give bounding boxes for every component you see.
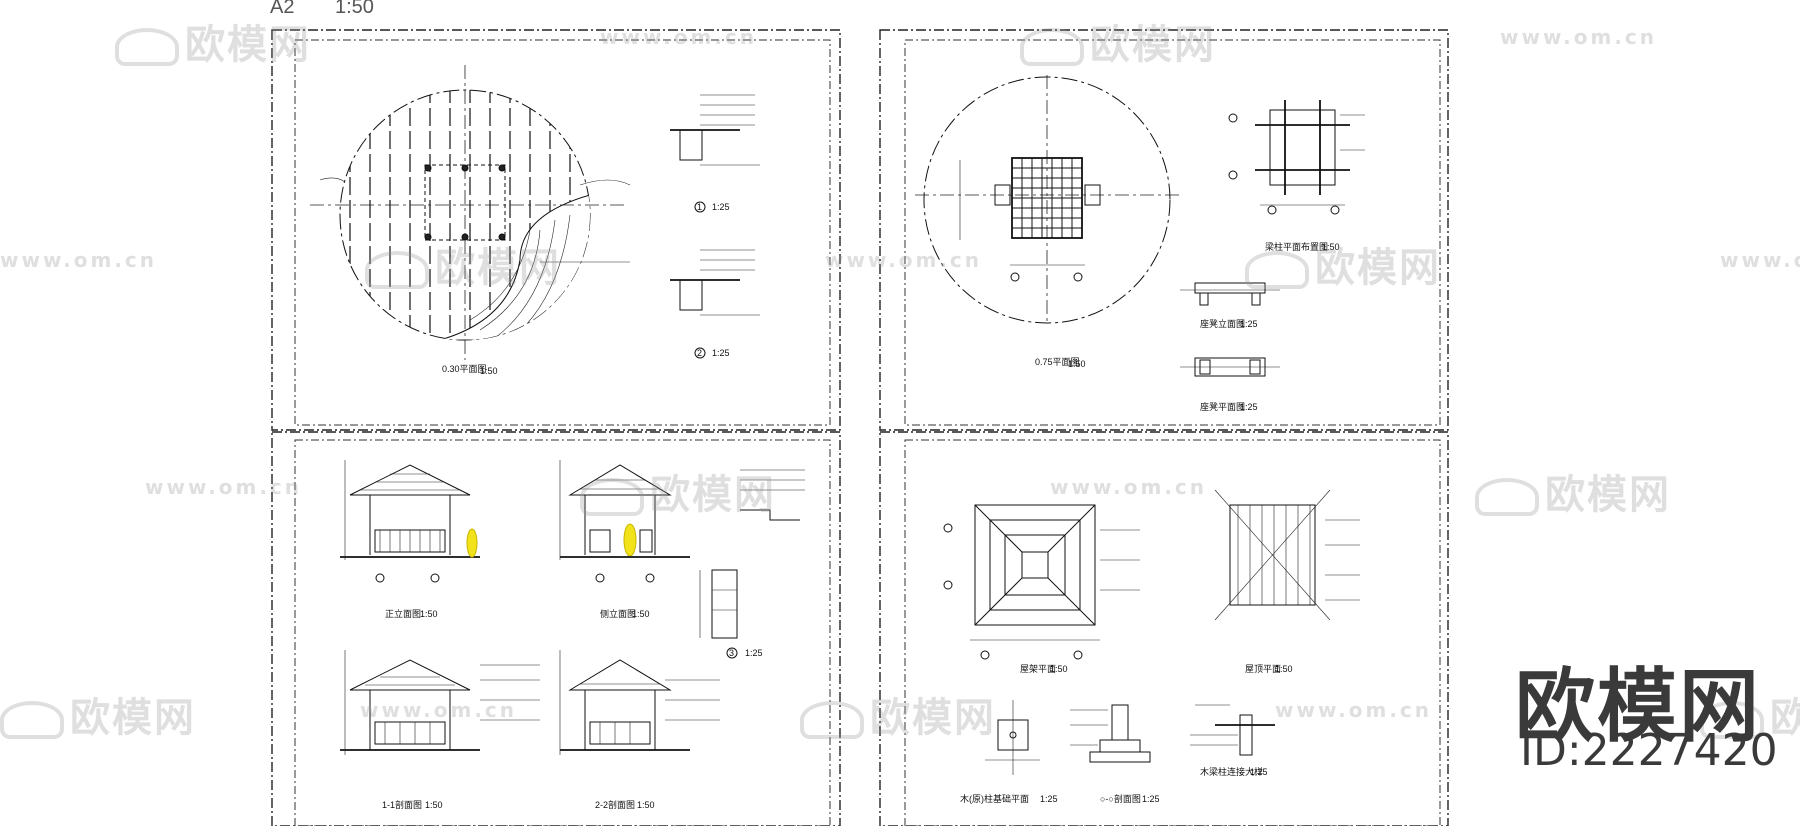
section-2-scale: 1:50 (637, 800, 655, 810)
detail-2-scale: 1:25 (712, 348, 730, 358)
roof-plan-drawing (915, 75, 1180, 325)
bench-plan-title: 座凳平面图 (1200, 401, 1245, 412)
section-a-scale: 1:25 (1142, 794, 1160, 804)
section-1-drawing (340, 650, 540, 755)
detail-2-drawing (670, 249, 760, 316)
column-base-scale: 1:25 (1040, 794, 1058, 804)
column-base-title: 木(原)柱基础平面 (960, 793, 1029, 804)
site-plan-drawing (310, 65, 631, 360)
column-base-drawing (985, 700, 1040, 775)
detail-1-marker (694, 201, 706, 213)
roof-top-scale: 1:50 (1275, 664, 1293, 674)
roof-framing-scale: 1:50 (1050, 664, 1068, 674)
bench-front-title: 座凳立面图 (1200, 318, 1245, 329)
sheet-scale-label: 1:50 (335, 0, 374, 18)
wood-joint-scale: 1:25 (1250, 767, 1268, 777)
section-a-title: ○-○剖面图 (1100, 793, 1141, 804)
bench-plan-scale: 1:25 (1240, 402, 1258, 412)
inner-frame-structure (904, 439, 1441, 826)
section-1-scale: 1:50 (425, 800, 443, 810)
wood-joint-drawing (1190, 704, 1275, 756)
detail-3-scale: 1:25 (745, 648, 763, 658)
detail-1-scale: 1:25 (712, 202, 730, 212)
roof-framing-title: 屋架平面 (1020, 664, 1056, 674)
roof-plan-scale: 1:50 (1068, 359, 1086, 369)
panel-frame-structure (879, 431, 1449, 826)
bench-plan-drawing (1180, 357, 1280, 377)
brand-logo: 欧模网 (1515, 660, 1761, 753)
detail-3-marker (726, 647, 738, 659)
front-elevation-drawing (340, 460, 480, 583)
detail-3-number: 3 (729, 648, 734, 658)
panel-frame-roof-plan (879, 29, 1449, 431)
asset-id-label: ID:2227420 (1520, 725, 1778, 776)
inner-frame-site-plan (294, 39, 831, 426)
side-elevation-scale: 1:50 (632, 609, 650, 619)
front-elevation-scale: 1:50 (420, 609, 438, 619)
bench-front-drawing (1180, 282, 1280, 306)
panel-frame-site-plan (271, 29, 841, 431)
detail-1-number: 1 (697, 202, 702, 212)
section-1-title: 1-1剖面图 (382, 799, 422, 810)
detail-1-drawing (670, 94, 760, 166)
front-elevation-title: 正立面图 (385, 608, 421, 619)
inner-frame-elevations (294, 439, 831, 826)
roof-plan-title: 0.75平面图 (1035, 357, 1080, 367)
beam-plan-drawing (1228, 100, 1365, 215)
detail-2-number: 2 (697, 348, 702, 358)
beam-plan-title: 梁柱平面布置图 (1265, 241, 1328, 252)
wood-joint-title: 木梁柱连接大样 (1200, 766, 1263, 777)
roof-framing-drawing (943, 504, 1140, 660)
detail-3-drawing (699, 469, 805, 639)
side-elevation-drawing (559, 460, 690, 583)
roof-top-drawing (1214, 489, 1360, 621)
sheet-size-label: A2 (270, 0, 295, 18)
site-plan-scale: 1:50 (480, 366, 498, 376)
section-2-drawing (559, 650, 720, 755)
inner-frame-roof-plan (904, 39, 1441, 426)
site-plan-title: 0.30平面图 (442, 364, 487, 374)
beam-plan-scale: 1:50 (1322, 242, 1340, 252)
roof-top-title: 屋顶平面 (1245, 664, 1281, 674)
section-a-drawing (1070, 704, 1151, 763)
panel-frame-elevations (271, 431, 841, 826)
bench-front-scale: 1:25 (1240, 319, 1258, 329)
side-elevation-title: 侧立面图 (600, 608, 636, 619)
left-drawing-sheet: 0.30平面图 1:50 1 1:25 2 1:25 (271, 29, 841, 826)
section-2-title: 2-2剖面图 (595, 799, 635, 810)
right-drawing-sheet: 0.75平面图 1:50 梁柱平面布置图 1:50 座凳立面图 1:25 (879, 29, 1449, 826)
detail-2-marker (694, 347, 706, 359)
